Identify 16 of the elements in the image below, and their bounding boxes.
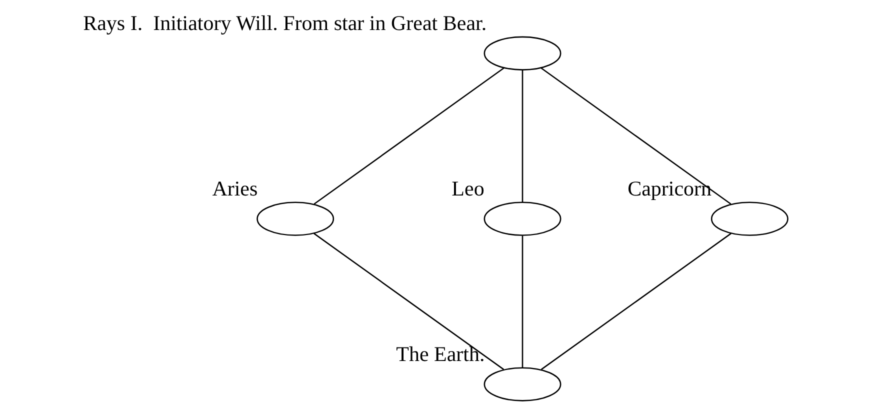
node-ellipse (483, 367, 561, 402)
connector (521, 236, 523, 368)
connector (521, 70, 523, 202)
node-label: Leo (451, 176, 484, 201)
node-ellipse (710, 202, 788, 236)
connector (313, 67, 504, 205)
node-label: Rays I. Initiatory Will. From star in Great Bear. (82, 11, 486, 36)
node-ellipse (256, 202, 334, 236)
node-label: Aries (212, 176, 258, 201)
connector (540, 67, 731, 205)
node-ellipse (483, 36, 561, 70)
connector (313, 232, 504, 370)
node-label: Capricorn (627, 176, 712, 201)
connector (540, 232, 731, 370)
node-label: The Earth. (396, 342, 484, 366)
node-ellipse (483, 202, 561, 236)
